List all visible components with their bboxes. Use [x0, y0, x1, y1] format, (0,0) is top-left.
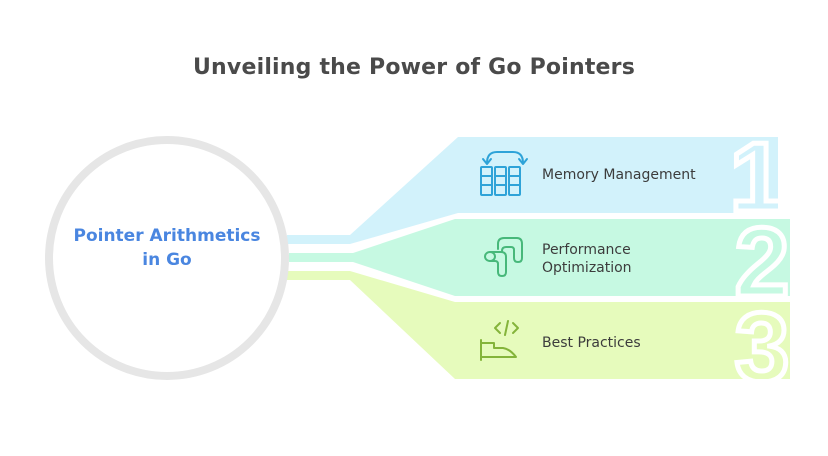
- step-number-3: 3: [735, 292, 790, 402]
- item-label-best-practices: Best Practices: [542, 335, 641, 351]
- central-circle: [45, 136, 289, 380]
- item-label-memory-management: Memory Management: [542, 167, 696, 183]
- step-number-1: 1: [730, 122, 785, 232]
- band-3: [287, 271, 790, 379]
- pipe-bend-icon: [484, 237, 523, 277]
- central-topic-label: Pointer Arithmetics in Go: [73, 226, 261, 270]
- band-2: [289, 219, 790, 296]
- band-1: [287, 137, 778, 244]
- code-hand-icon: [480, 320, 519, 361]
- step-number-2: 2: [735, 207, 790, 317]
- diagram-title: Unveiling the Power of Go Pointers: [192, 55, 636, 80]
- item-label-performance-optimization: Performance Optimization: [542, 242, 632, 276]
- memory-blocks-swap-icon: [480, 151, 528, 196]
